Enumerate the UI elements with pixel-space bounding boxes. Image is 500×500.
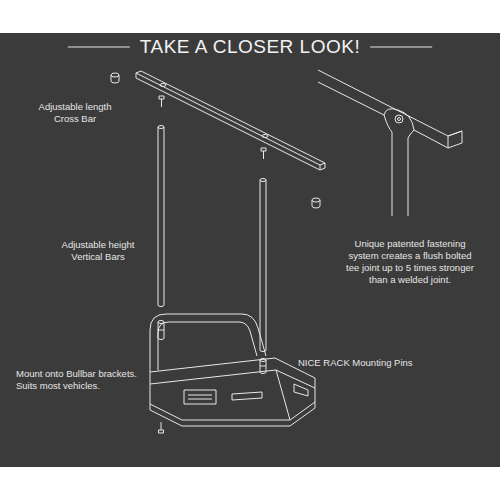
- title-rule: [370, 47, 432, 48]
- part-label: Adjustable height Vertical Bars: [46, 239, 150, 263]
- end-cap: [111, 73, 320, 208]
- part-label: NICE RACK Mounting Pins: [298, 357, 458, 369]
- mounting-note: Mount onto Bullbar brackets. Suits most …: [16, 368, 140, 392]
- page-title: TAKE A CLOSER LOOK!: [140, 35, 360, 59]
- feature-note: Unique patented fastening system creates…: [343, 238, 477, 286]
- bolt: [159, 96, 266, 159]
- vertical-bar: [158, 126, 266, 352]
- bolt: [159, 422, 164, 433]
- tee-joint-detail: [318, 70, 462, 216]
- dark-panel: [0, 33, 500, 467]
- part-label: Adjustable length Cross Bar: [25, 101, 125, 125]
- rack-drawing: [111, 71, 325, 433]
- title-rule: [68, 47, 130, 48]
- bullbar: [150, 314, 315, 426]
